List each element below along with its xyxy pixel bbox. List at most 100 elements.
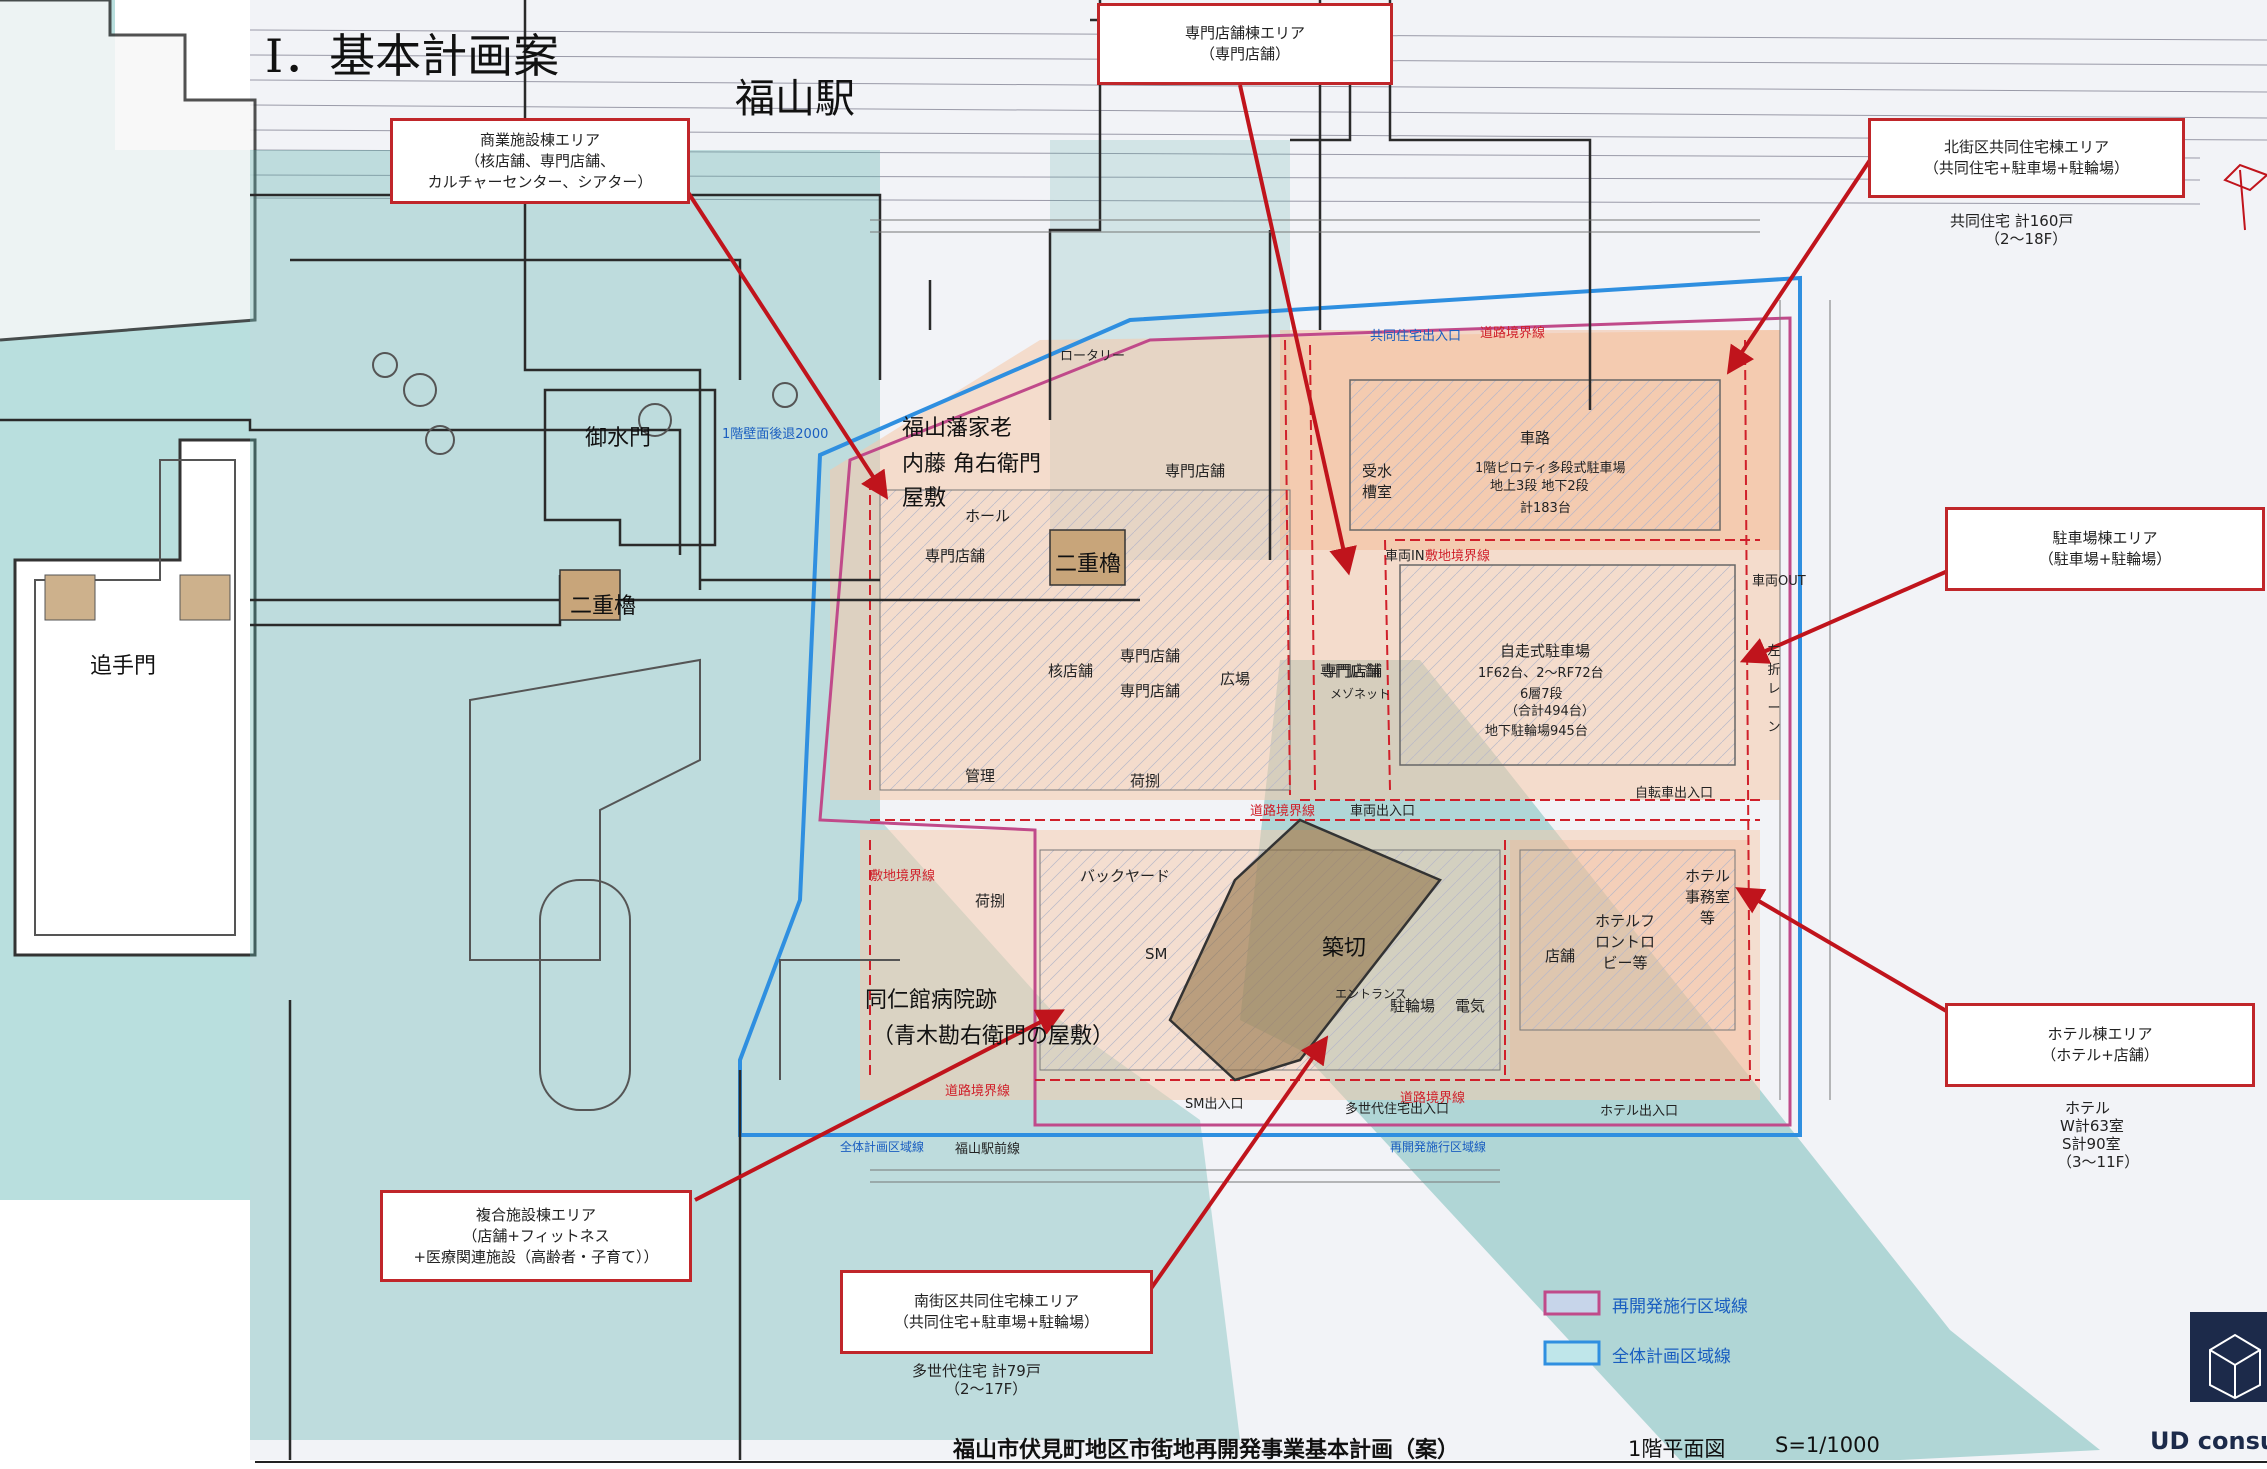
water-tank-label: 受水槽室 — [1361, 462, 1392, 501]
callout-complex-sub2: +医療関連施設（高齢者・子育て）） — [413, 1247, 659, 1266]
specialty-label-d: 専門店舗 — [1165, 462, 1226, 480]
parking-levels-label: 6層7段 — [1520, 687, 1563, 702]
hotel-note-4: （3〜11F） — [2057, 1153, 2140, 1171]
callout-hotel: ホテル棟エリア （ホテル+店舗） — [1945, 1003, 2255, 1087]
management-label: 管理 — [965, 767, 996, 785]
hotel-note-1: ホテル — [2065, 1099, 2111, 1117]
callout-commercial-title: 商業施設棟エリア — [479, 130, 600, 149]
site-boundary-label-1: 敷地境界線 — [1425, 549, 1491, 564]
company-name: UD consult — [2150, 1427, 2267, 1455]
hotel-entrance-label: ホテル出入口 — [1600, 1104, 1679, 1119]
site-boundary-label-2: 敷地境界線 — [870, 869, 936, 884]
callout-north-housing-sub: （共同住宅+駐車場+駐輪場） — [1923, 159, 2130, 177]
road-boundary-lines — [869, 339, 1760, 1081]
otemon-label: 追手門 — [90, 654, 157, 679]
callout-south-housing-title: 南街区共同住宅棟エリア — [913, 1292, 1079, 1310]
setback-label: 1階壁面後退2000 — [722, 427, 829, 442]
dimension-lines — [870, 219, 1831, 1183]
nijuyagura-left-box — [559, 569, 621, 621]
compass-icon — [2223, 163, 2267, 231]
elec-label: 電気 — [1455, 997, 1486, 1015]
footer-title: 福山市伏見町地区市街地再開発事業基本計画（案） — [953, 1438, 1460, 1463]
sm-entrance-label: SM出入口 — [1185, 1097, 1244, 1112]
hall-label: ホール — [965, 507, 1011, 525]
callout-complex-title: 複合施設棟エリア — [475, 1205, 596, 1224]
dojinkan-label-2: （青木勘右衛門の屋敷） — [872, 1024, 1115, 1049]
specialty-label-b: 専門店舗 — [1120, 647, 1181, 665]
core-store-label: 核店舗 — [1048, 662, 1094, 680]
callout-specialty-sub: （専門店舗） — [1199, 45, 1290, 63]
south-units-note-2: （2〜17F） — [945, 1380, 1028, 1398]
callout-north-housing-title: 北街区共同住宅棟エリア — [1943, 138, 2109, 156]
mechanical-parking-3: 計183台 — [1520, 501, 1571, 516]
legend-redev-box — [1543, 1290, 1601, 1316]
bus-terminal — [372, 352, 900, 1111]
hanka-label-1: 福山藩家老 — [902, 416, 1013, 441]
nijuyagura-right-box — [1049, 529, 1126, 586]
specialty-label-a: 専門店舗 — [925, 547, 986, 565]
entrance-label: エントランス — [1335, 987, 1407, 1001]
road-label: 車路 — [1520, 429, 1551, 447]
castle-inner — [34, 459, 236, 936]
north-units-note-1: 共同住宅 計160戸 — [1950, 212, 2074, 230]
hotel-office-label: ホテル事務室等 — [1684, 867, 1730, 927]
bike-parking-label: 駐輪場 — [1390, 997, 1436, 1015]
meinet-label: メゾネット — [1330, 687, 1391, 701]
callout-commercial-sub2: カルチャーセンター、シアター） — [427, 172, 653, 191]
logo-cube-icon — [2209, 1333, 2261, 1400]
hotel-note-2: W計63室 — [2060, 1117, 2124, 1135]
callout-commercial-sub1: （核店舗、専門店舗、 — [464, 151, 615, 170]
mechanical-parking-1: 1階ピロティ多段式駐車場 — [1475, 461, 1626, 476]
callout-specialty-title: 専門店舗棟エリア — [1184, 24, 1305, 42]
loading-label: 荷捌 — [1130, 772, 1161, 790]
callout-parking-title: 駐車場棟エリア — [2052, 529, 2158, 547]
hotel-note-3: S計90室 — [2062, 1135, 2121, 1153]
overall-plan-line — [738, 275, 1802, 1137]
station-name: 福山駅 — [735, 76, 855, 122]
castle-compound — [13, 438, 257, 957]
specialty-label-e: 専門店舗 — [1320, 662, 1381, 680]
hanka-label-3: 屋敷 — [902, 486, 947, 511]
callout-hotel-title: ホテル棟エリア — [2047, 1025, 2153, 1043]
shop-label: 店舗 — [1545, 947, 1576, 965]
station-road-label: 福山駅前線 — [955, 1142, 1021, 1157]
footer-scale: S=1/1000 — [1775, 1433, 1880, 1457]
callout-south-housing-sub: （共同住宅+駐車場+駐輪場） — [893, 1313, 1100, 1331]
bicycle-label: 地下駐輪場945台 — [1485, 724, 1588, 739]
parking-building — [1399, 564, 1736, 766]
loading-label-2: 荷捌 — [975, 892, 1006, 910]
legend-overall-label: 全体計画区域線 — [1612, 1347, 1731, 1367]
logo-cube-lines — [2209, 1349, 2261, 1398]
mechanical-parking-2: 地上3段 地下2段 — [1490, 479, 1589, 494]
road-boundary-label-3: 道路境界線 — [1400, 1091, 1466, 1106]
callout-parking: 駐車場棟エリア （駐車場+駐輪場） — [1945, 507, 2265, 591]
tsukiri-label: 築切 — [1322, 936, 1367, 961]
legend-redev-label: 再開発施行区域線 — [1612, 1297, 1748, 1317]
redevelopment-line — [818, 316, 1792, 1127]
road-boundary-label-4: 道路境界線 — [945, 1084, 1011, 1099]
specialty-meinet-label: 専門店舗 — [1322, 662, 1383, 680]
specialty-label-c: 専門店舗 — [1120, 682, 1181, 700]
tsukiri-outline — [1168, 818, 1442, 1082]
otemon-box-1 — [44, 574, 96, 621]
north-units-note-2: （2〜18F） — [1985, 230, 2068, 248]
north-housing-building — [1349, 379, 1721, 531]
footer-floor: 1階平面図 — [1628, 1437, 1726, 1461]
rotary-label: ロータリー — [1060, 349, 1126, 364]
callout-specialty: 専門店舗棟エリア （専門店舗） — [1097, 3, 1393, 85]
parking-entrance-label: 車両出入口 — [1350, 804, 1416, 819]
callout-commercial: 商業施設棟エリア （核店舗、専門店舗、 カルチャーセンター、シアター） — [390, 118, 690, 204]
tsukiri-overlay — [1170, 820, 1440, 1080]
nijuyagura-right-label: 二重櫓 — [1055, 552, 1122, 577]
multi-entrance-label: 多世代住宅出入口 — [1345, 1102, 1450, 1117]
area-line-label: 全体計画区域線 — [840, 1140, 925, 1154]
page-title: Ⅰ．基本計画案 — [265, 29, 560, 83]
plaza-label: 広場 — [1220, 670, 1251, 688]
road-boundary-label-2: 道路境界線 — [1250, 804, 1316, 819]
housing-entrance-label: 共同住宅出入口 — [1370, 329, 1462, 344]
hotel-front-label: ホテルフロントロビー等 — [1594, 912, 1655, 972]
callout-arrows — [678, 84, 1951, 1292]
nijuyagura-left-label: 二重櫓 — [570, 594, 637, 619]
dojinkan-label-1: 同仁館病院跡 — [865, 988, 998, 1013]
